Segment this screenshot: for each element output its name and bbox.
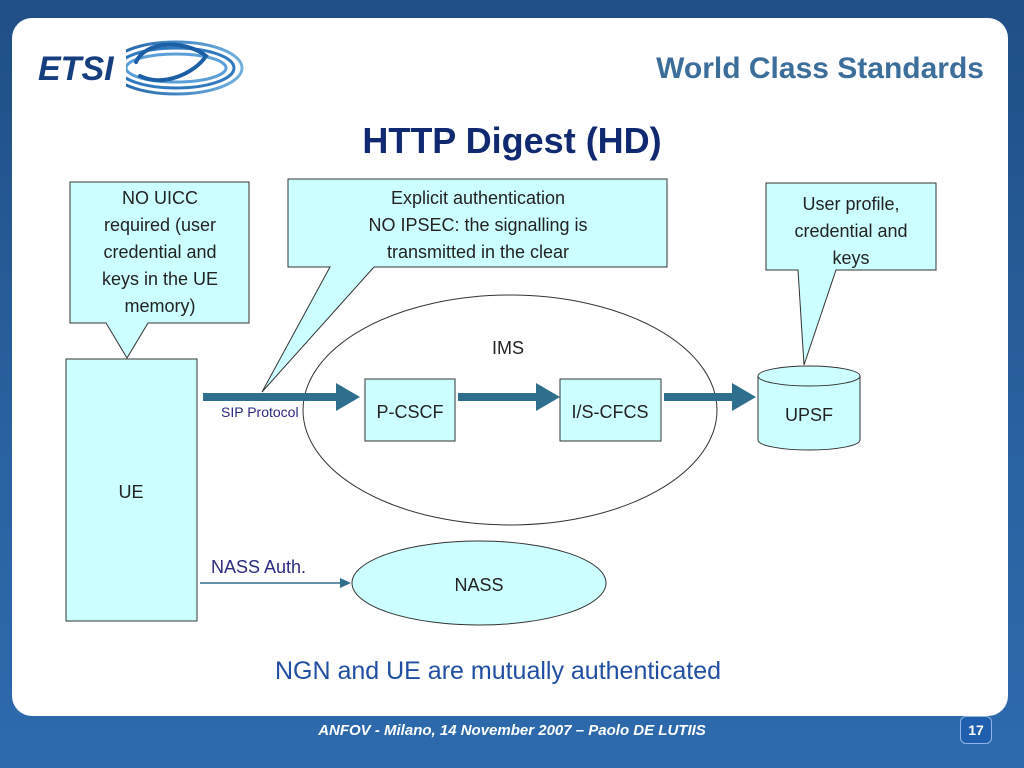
upsf-note-callout [765,182,937,366]
upsf-note-line-1: User profile, [802,194,899,214]
ue-note-line-3: credential and [103,242,216,262]
ue-node [65,358,198,622]
auth-note-line-2: NO IPSEC: the signalling is [368,215,587,235]
ims-label: IMS [492,338,524,358]
pcscf-node [364,378,456,442]
etsi-logo: ETSI [36,40,244,96]
nass-label: NASS [454,575,503,595]
upsf-database [757,365,861,451]
nass-node [351,540,607,626]
ue-note-line-4: keys in the UE [102,269,218,289]
logo-text: ETSI [38,50,115,88]
pcscf-to-iscfcs-arrow [458,383,560,411]
slide-title: HTTP Digest (HD) [362,120,662,161]
iscfcs-label: I/S-CFCS [571,402,648,422]
upsf-label: UPSF [785,405,833,425]
pcscf-label: P-CSCF [377,402,444,422]
ue-note-line-2: required (user [104,215,216,235]
iscfcs-node [559,378,662,442]
ims-domain [302,294,718,526]
ue-note-line-5: memory) [125,296,196,316]
nass-auth-arrow [200,578,351,588]
ue-note-line-1: NO UICC [122,188,198,208]
ue-label: UE [118,482,143,502]
auth-note-callout [261,178,668,393]
upsf-note-line-3: keys [832,248,869,268]
auth-note-line-3: transmitted in the clear [387,242,569,262]
ue-note-callout [69,181,250,359]
footer-text: ANFOV - Milano, 14 November 2007 – Paolo… [318,722,706,739]
tagline: World Class Standards [656,52,984,85]
iscfcs-to-upsf-arrow [664,383,756,411]
nass-auth-label: NASS Auth. [211,557,306,577]
auth-note-line-1: Explicit authentication [391,188,565,208]
sip-protocol-label: SIP Protocol [221,404,299,420]
page-number-badge: 17 [960,716,992,744]
conclusion-text: NGN and UE are mutually authenticated [274,657,722,685]
upsf-note-line-2: credential and [794,221,907,241]
sip-arrow [203,383,360,411]
